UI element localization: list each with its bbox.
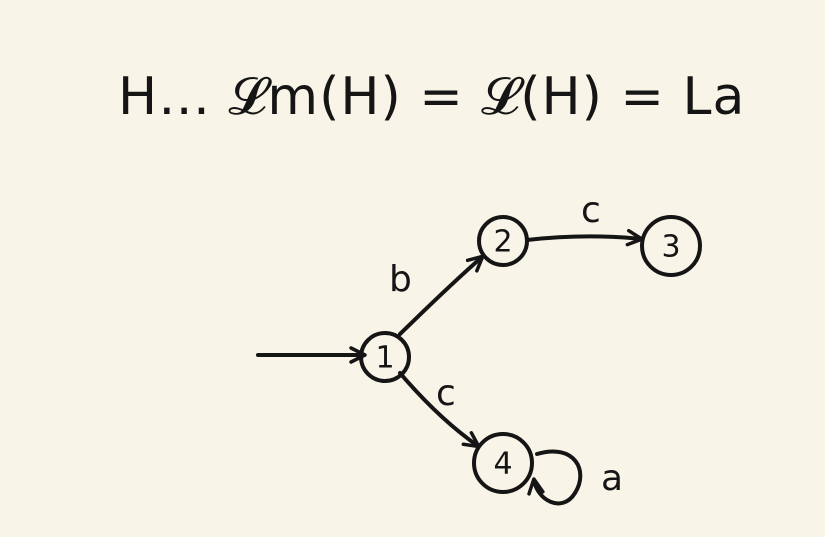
edge-label-a: a <box>601 458 623 499</box>
state-2: 2 <box>477 215 529 267</box>
state-4-circle <box>472 432 534 494</box>
state-3-circle <box>640 215 702 277</box>
state-3: 3 <box>640 215 702 277</box>
transition-1-to-4 <box>398 371 481 449</box>
transition-4-self-loop <box>527 449 583 506</box>
state-2-circle <box>477 215 529 267</box>
transition-2-to-3 <box>525 228 644 247</box>
state-1-circle <box>359 331 411 383</box>
state-2-label: 2 <box>493 225 512 260</box>
edge-label-c-bottom: c <box>436 373 456 414</box>
state-4-label: 4 <box>493 447 512 482</box>
state-1: 1 <box>359 331 411 383</box>
transition-1-to-2 <box>398 254 485 336</box>
state-1-label: 1 <box>375 341 394 376</box>
state-4: 4 <box>472 432 534 494</box>
edge-label-c-top: c <box>581 190 601 231</box>
edge-label-b: b <box>389 259 412 300</box>
language-equation: H… 𝓛m(H) = 𝓛(H) = La <box>118 67 745 127</box>
state-3-label: 3 <box>661 230 680 265</box>
